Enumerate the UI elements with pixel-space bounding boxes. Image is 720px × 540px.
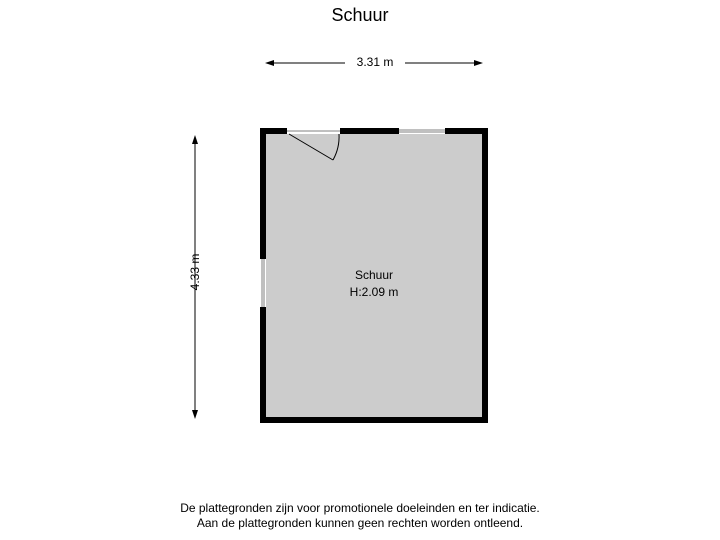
- window-top: [397, 128, 447, 134]
- room-name-label: Schuur: [354, 268, 394, 282]
- window-left: [260, 257, 266, 309]
- height-dimension-label: 4.33 m: [188, 253, 202, 291]
- disclaimer-line-1: De plattegronden zijn voor promotionele …: [180, 501, 540, 515]
- disclaimer: De plattegronden zijn voor promotionele …: [0, 501, 720, 531]
- door: [285, 128, 342, 161]
- disclaimer-line-2: Aan de plattegronden kunnen geen rechten…: [196, 516, 524, 530]
- page-title: Schuur: [331, 5, 389, 25]
- room-floor: [266, 134, 482, 417]
- room-ceiling-height-label: H:2.09 m: [349, 285, 399, 299]
- height-dimension-line: [192, 135, 198, 419]
- width-dimension-label: 3.31 m: [345, 55, 405, 69]
